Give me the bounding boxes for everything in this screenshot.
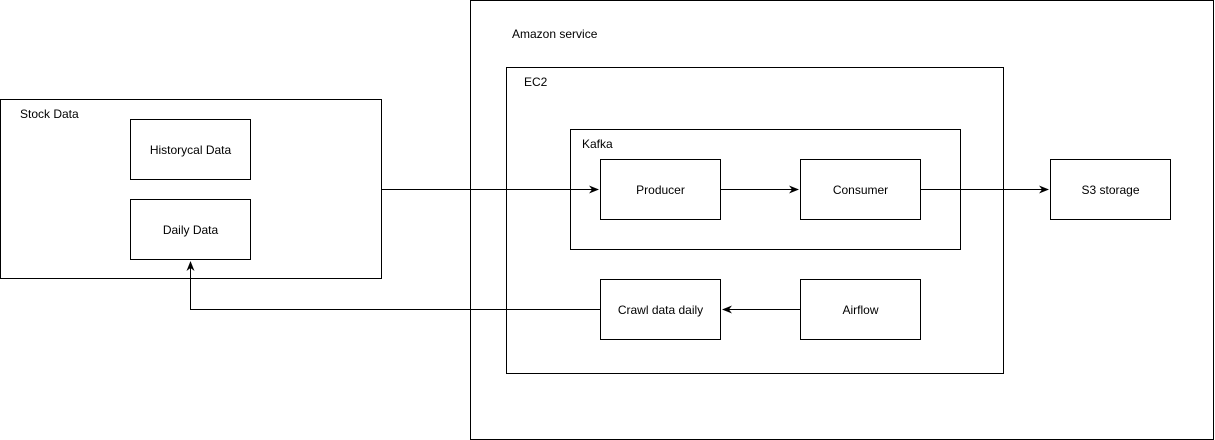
daily-data-text: Daily Data (162, 222, 219, 237)
s3-storage-text: S3 storage (1081, 182, 1140, 197)
crawl-data-daily-text: Crawl data daily (617, 302, 704, 317)
consumer-text: Consumer (832, 182, 889, 197)
producer-text: Producer (636, 182, 685, 197)
ec2-label: EC2 (524, 75, 548, 89)
historical-data-text: Historycal Data (149, 142, 232, 157)
crawl-data-daily-node: Crawl data daily (600, 279, 721, 340)
s3-storage-node: S3 storage (1050, 159, 1171, 220)
daily-data-node: Daily Data (130, 199, 251, 260)
kafka-label: Kafka (582, 137, 613, 151)
consumer-node: Consumer (800, 159, 921, 220)
producer-node: Producer (600, 159, 721, 220)
airflow-text: Airflow (842, 302, 879, 317)
amazon-service-label: Amazon service (512, 27, 598, 41)
stock-data-label: Stock Data (20, 107, 79, 121)
historical-data-node: Historycal Data (130, 119, 251, 180)
airflow-node: Airflow (800, 279, 921, 340)
